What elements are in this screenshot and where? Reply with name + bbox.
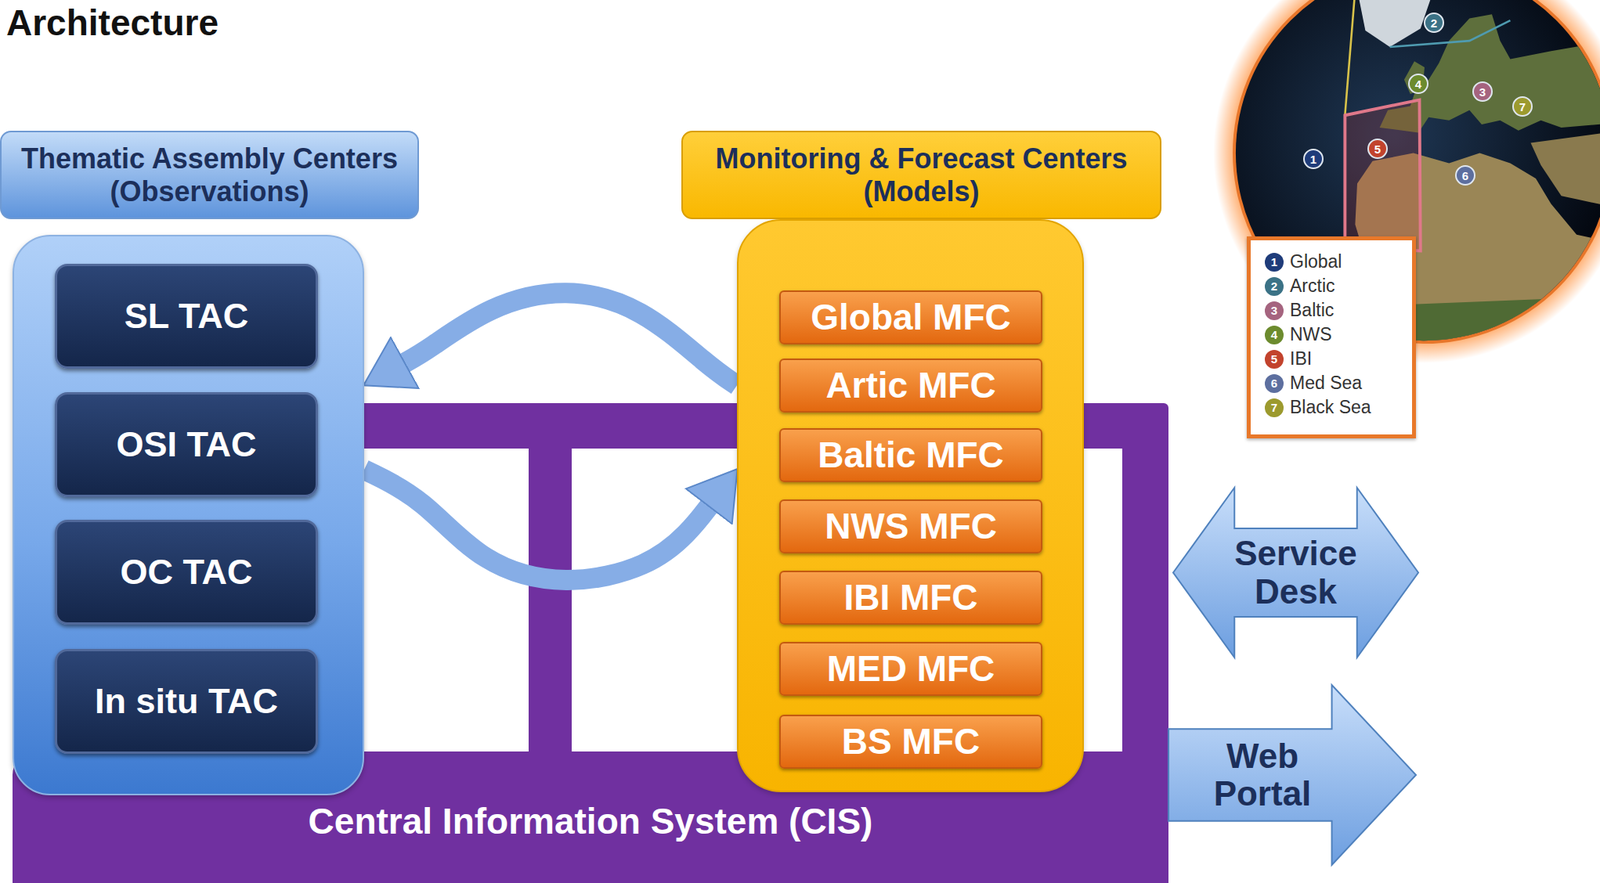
callout-number: 2 [1430, 17, 1438, 29]
diagram-title: Architecture [6, 1, 219, 44]
callout-number: 3 [1271, 304, 1278, 317]
box-label: Central Information System (CIS) [308, 801, 874, 842]
legend-swatch: 3 [1264, 301, 1284, 321]
legend-swatch: 5 [1264, 350, 1284, 369]
mfc-box: Artic MFC [779, 358, 1043, 413]
tac-box: OSI TAC [54, 392, 318, 498]
panel-heading: Thematic Assembly Centers (Observations) [0, 130, 419, 220]
callout-number: 4 [1415, 78, 1422, 91]
panel-heading: Monitoring & Forecast Centers (Models) [681, 130, 1162, 220]
callout-number: 7 [1519, 101, 1526, 113]
legend-text: Black Sea [1289, 397, 1372, 418]
region-marker: 2 [1423, 12, 1445, 33]
curved-arrow [364, 469, 710, 581]
legend-text: Global [1289, 252, 1342, 272]
double-arrow-shape: Service Desk [1173, 487, 1419, 658]
mfc-box: MED MFC [779, 642, 1043, 697]
model-panel: Monitoring & Forecast Centers (Models)Gl… [736, 219, 1084, 793]
legend-row: 7 Black Sea [1264, 395, 1413, 420]
region-marker: 1 [1303, 148, 1324, 170]
callout-number: 6 [1271, 377, 1278, 390]
shape-label: Web Portal [1191, 737, 1333, 814]
legend-row: 6 Med Sea [1264, 371, 1413, 396]
callout-number: 4 [1271, 328, 1278, 341]
callout-number: 1 [1271, 256, 1278, 268]
legend-swatch: 4 [1264, 325, 1284, 345]
callout-number: 1 [1310, 153, 1317, 166]
box-label: Baltic MFC [817, 435, 1005, 476]
callout-number: 5 [1374, 143, 1381, 156]
box-label: MED MFC [827, 649, 996, 690]
box-label: IBI MFC [843, 577, 978, 618]
callout-number: 6 [1462, 169, 1469, 182]
callout-number: 3 [1479, 86, 1486, 98]
region-boundary [1390, 20, 1511, 47]
callout-number: 2 [1271, 280, 1278, 293]
mfc-box: BS MFC [779, 715, 1043, 770]
legend-text: Arctic [1289, 276, 1336, 297]
legend-box: 1 Global 2 Arctic 3 Baltic 4 NWS 5 IBI 6 Med Sea 7 Bl… [1246, 236, 1416, 439]
legend-swatch: 6 [1264, 374, 1284, 394]
legend-text: NWS [1289, 325, 1333, 345]
mfc-box: Global MFC [779, 290, 1043, 345]
cis-bar [528, 438, 572, 760]
legend-row: 1 Global [1264, 249, 1413, 275]
box-label: OC TAC [119, 552, 253, 593]
legend-text: IBI [1289, 349, 1312, 369]
region-marker: 6 [1455, 165, 1476, 186]
region-marker: 5 [1367, 138, 1388, 159]
box-label: BS MFC [841, 722, 980, 763]
region-marker: 7 [1512, 96, 1533, 117]
box-label: Artic MFC [825, 365, 996, 406]
region-marker: 3 [1472, 81, 1493, 102]
shape-fill [1173, 487, 1419, 658]
tac-box: OC TAC [54, 520, 318, 625]
curved-arrow [404, 292, 737, 386]
legend-row: 2 Arctic [1264, 274, 1413, 299]
box-label: OSI TAC [115, 425, 257, 465]
mfc-box: Baltic MFC [779, 428, 1043, 483]
legend-swatch: 2 [1264, 277, 1284, 297]
observation-panel: Thematic Assembly Centers (Observations)… [12, 234, 365, 796]
box-label: NWS MFC [824, 506, 997, 547]
legend-row: 5 IBI [1264, 346, 1413, 372]
cis-bar [1122, 438, 1169, 760]
legend-swatch: 1 [1264, 252, 1284, 272]
legend-row: 3 Baltic [1264, 298, 1413, 323]
callout-number: 5 [1271, 353, 1278, 365]
legend-text: Med Sea [1289, 373, 1362, 394]
box-label: In situ TAC [94, 682, 279, 722]
tac-box: In situ TAC [54, 649, 318, 755]
shape-label: Service Desk [1217, 534, 1375, 611]
mfc-box: NWS MFC [779, 499, 1043, 554]
box-label: SL TAC [124, 296, 249, 336]
box-label: Global MFC [810, 297, 1012, 338]
arrow-shape: Web Portal [1168, 685, 1416, 866]
mfc-box: IBI MFC [779, 570, 1043, 625]
greenland [1357, 0, 1434, 47]
region-marker: 4 [1408, 73, 1429, 94]
legend-row: 4 NWS [1264, 322, 1413, 347]
tac-box: SL TAC [54, 263, 318, 369]
legend-text: Baltic [1289, 300, 1334, 321]
shape-fill [1168, 685, 1416, 866]
ibi-region [1344, 100, 1420, 252]
callout-number: 7 [1271, 401, 1278, 414]
legend-swatch: 7 [1264, 398, 1284, 418]
